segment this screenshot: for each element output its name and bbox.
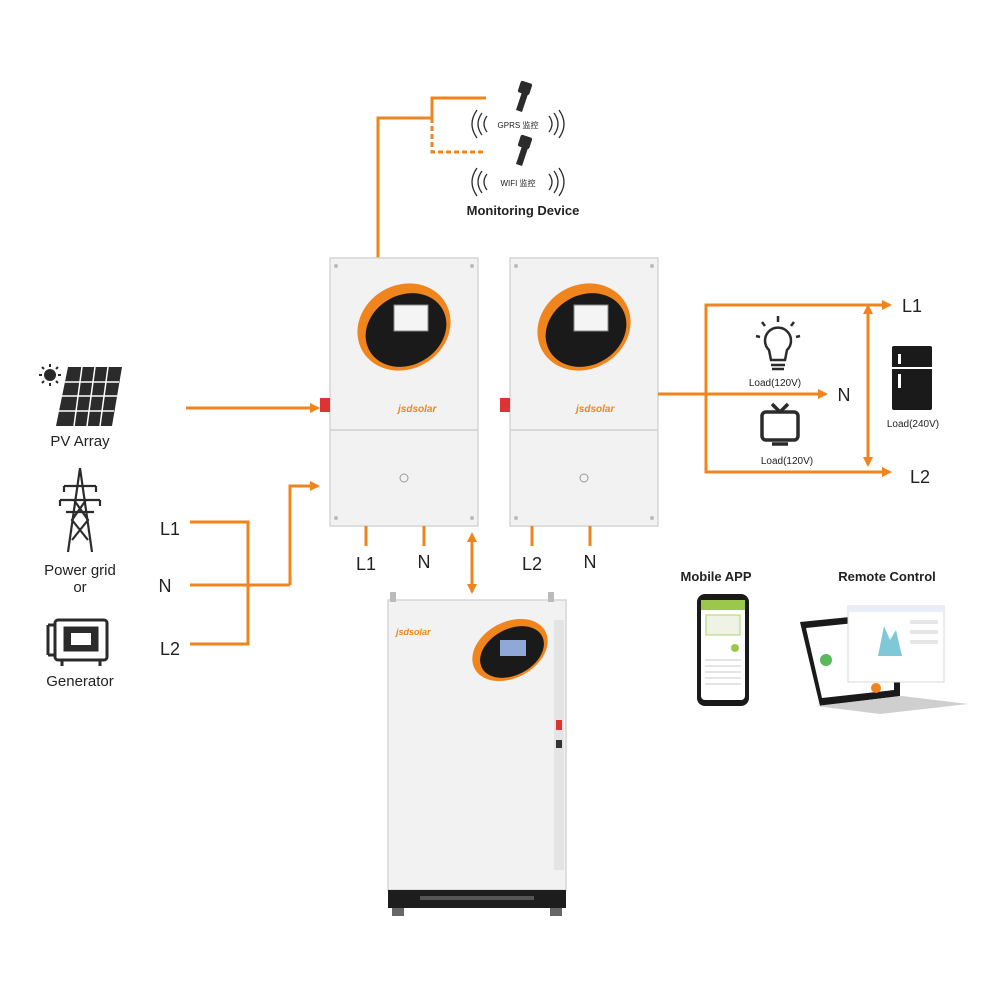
tv-load-label: Load(120V) <box>761 456 813 467</box>
mobile-app-title: Mobile APP <box>680 569 751 584</box>
fridge-load: Load(240V) <box>887 346 939 430</box>
gprs-dongle: GPRS 监控 <box>471 80 565 139</box>
left-inverter-n: N <box>418 552 431 572</box>
inverter-right: jsdsolar <box>500 257 659 527</box>
monitoring-section: GPRS 监控 WIFI 监控 Monitoring Device <box>376 80 580 258</box>
output-wires <box>658 300 892 477</box>
input-n-label: N <box>159 576 172 596</box>
tv-icon <box>760 402 800 446</box>
inverter-left: jsdsolar <box>320 257 479 527</box>
signal-waves-icon <box>471 109 565 139</box>
generator-icon <box>46 618 109 666</box>
monitoring-dongle-icon <box>516 80 533 112</box>
light-load-label: Load(120V) <box>749 378 801 389</box>
fridge-load-label: Load(240V) <box>887 419 939 430</box>
power-tower-icon <box>58 467 102 553</box>
right-inverter-l2: L2 <box>522 554 542 574</box>
output-l2-label: L2 <box>910 467 930 487</box>
remote-control: Remote Control <box>800 569 968 714</box>
inverter-brand: jsdsolar <box>574 404 615 415</box>
sun-icon <box>39 364 61 386</box>
battery-screen <box>500 640 526 656</box>
light-load: Load(120V) <box>749 316 801 389</box>
mobile-app: Mobile APP <box>680 569 752 706</box>
input-l2-label: L2 <box>160 639 180 659</box>
solar-panel-icon <box>56 366 122 427</box>
inverter-screen <box>393 304 429 332</box>
generator-label: Generator <box>46 673 114 690</box>
light-bulb-icon <box>755 316 801 371</box>
right-inverter-n: N <box>584 552 597 572</box>
wifi-dongle: WIFI 监控 <box>471 134 565 197</box>
battery-brand: jsdsolar <box>395 627 431 637</box>
grid-wires <box>190 481 320 646</box>
monitoring-dongle-icon <box>516 134 533 166</box>
input-l1-label: L1 <box>160 519 180 539</box>
grid-label-line2: or <box>73 579 86 596</box>
left-inverter-l1: L1 <box>356 554 376 574</box>
smartphone-icon <box>697 594 749 706</box>
gprs-label: GPRS 监控 <box>498 120 539 130</box>
grid-label-line1: Power grid <box>44 562 116 579</box>
wifi-label: WIFI 监控 <box>500 178 535 188</box>
signal-waves-icon <box>471 167 565 197</box>
pv-array: PV Array <box>39 364 122 450</box>
inverter-screen <box>573 304 609 332</box>
output-n-label: N <box>838 385 851 405</box>
monitoring-title: Monitoring Device <box>467 203 580 218</box>
output-l1-label: L1 <box>902 296 922 316</box>
power-grid: Power grid or <box>44 467 116 596</box>
pv-label: PV Array <box>50 433 110 450</box>
inverter-terminal-wires <box>364 526 592 546</box>
remote-control-title: Remote Control <box>838 569 936 584</box>
fridge-icon <box>892 346 932 410</box>
inverter-brand: jsdsolar <box>396 404 437 415</box>
generator: Generator <box>46 618 114 690</box>
battery-cabinet: jsdsolar <box>387 592 567 916</box>
laptop-icon <box>800 605 968 714</box>
tv-load: Load(120V) <box>760 402 813 467</box>
monitoring-wire-dashed <box>430 118 486 154</box>
